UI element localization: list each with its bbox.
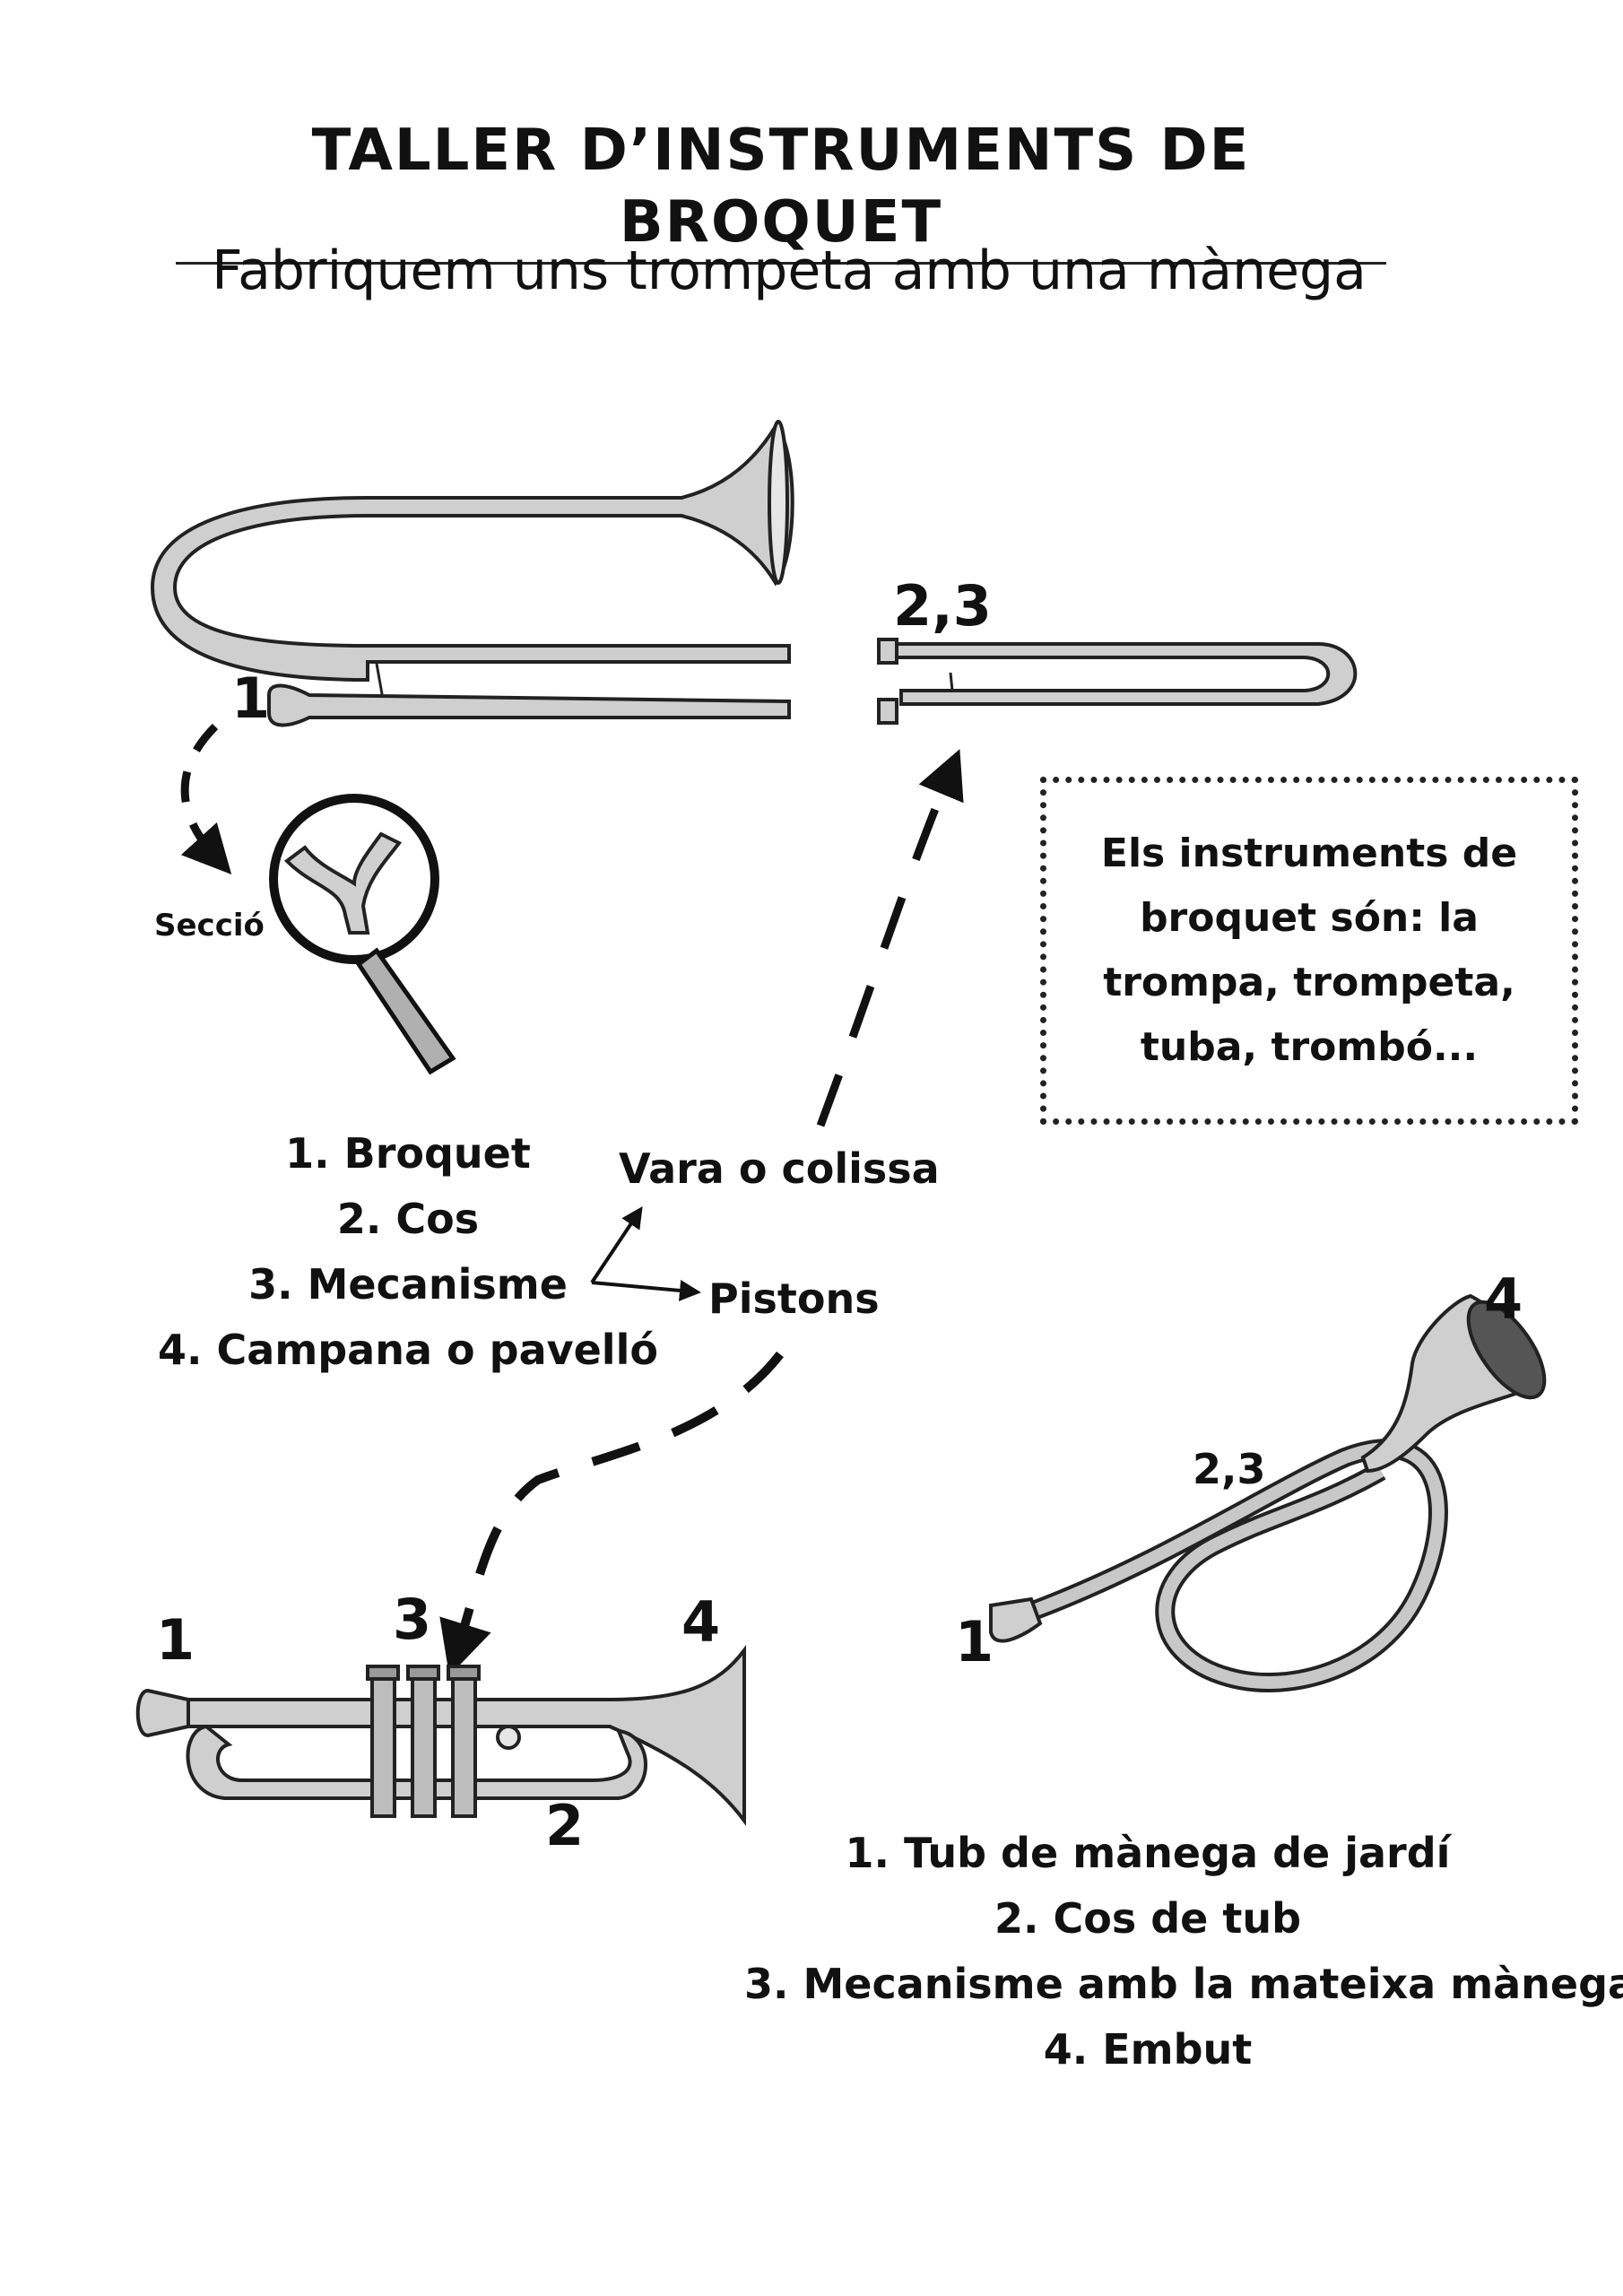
parts-list-item: 1. Broquet [285,1129,531,1178]
hose-label-1: 1 [955,1609,994,1674]
hose-label-23: 2,3 [1193,1445,1266,1493]
hose-list-item: 1. Tub de mànega de jardí [845,1829,1451,1877]
trumpet-label-1: 1 [156,1607,195,1673]
hose-parts-list: 1. Tub de mànega de jardí 2. Cos de tub … [744,1821,1623,2083]
parts-list-item: 4. Campana o pavelló [158,1326,658,1374]
magnifier-icon [269,794,456,1075]
info-box: Els instruments de broquet són: la tromp… [1040,777,1578,1125]
trombone-illustration [150,420,794,727]
trumpet-label-3: 3 [393,1587,432,1652]
trumpet-label-2: 2 [545,1793,585,1858]
trumpet-illustration [135,1645,746,1826]
page-subtitle: Fabriquem uns trompeta amb una mànega [212,239,1367,302]
arrow-mechanism-to-valves [591,1279,701,1301]
parts-list-item: 3. Mecanisme [248,1260,568,1309]
hose-list-item: 2. Cos de tub [994,1894,1302,1943]
arrow-to-slide [816,749,964,1127]
slide-label: Vara o colissa [619,1144,940,1193]
page-title: TALLER D’INSTRUMENTS DE BROQUET [176,115,1386,265]
arrow-to-section [180,723,232,874]
section-label: Secció [154,908,265,944]
hose-trumpet-illustration [989,1293,1547,1692]
info-box-text: Els instruments de broquet són: la tromp… [1100,831,1518,1070]
hose-label-4: 4 [1484,1266,1523,1332]
arrow-mechanism-to-slide [590,1206,643,1284]
hose-list-item: 3. Mecanisme amb la mateixa mànega [744,1960,1623,2008]
hose-list-item: 4. Embut [1043,2025,1253,2074]
parts-list-item: 2. Cos [336,1195,480,1243]
arrow-to-trumpet-valves [439,1351,784,1676]
trombone-slide-illustration [877,638,1358,725]
trumpet-label-4: 4 [681,1589,721,1655]
trombone-label-mouthpiece: 1 [231,665,271,731]
trombone-label-slide: 2,3 [893,573,992,639]
parts-list: 1. Broquet 2. Cos 3. Mecanisme 4. Campan… [152,1121,664,1383]
valves-label: Pistons [708,1274,880,1323]
